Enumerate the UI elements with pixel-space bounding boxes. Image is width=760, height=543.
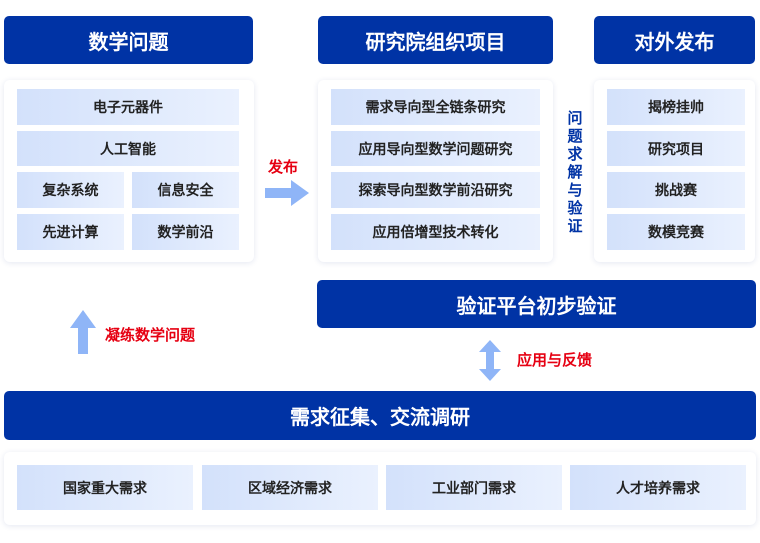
external-release-panel: 揭榜挂帅 研究项目 挑战赛 数模竞赛 — [594, 80, 755, 262]
project-item: 应用导向型数学问题研究 — [331, 131, 540, 166]
refine-label: 凝练数学问题 — [105, 327, 196, 344]
arrow-up-icon — [70, 310, 96, 354]
math-item: 先进计算 — [17, 214, 124, 250]
external-release-header: 对外发布 — [594, 16, 755, 64]
math-item: 电子元器件 — [17, 89, 239, 125]
publish-label: 发布 — [268, 159, 299, 176]
demand-item: 工业部门需求 — [386, 465, 562, 510]
release-item: 研究项目 — [607, 131, 745, 166]
math-item: 信息安全 — [132, 172, 239, 208]
institute-projects-header: 研究院组织项目 — [318, 16, 553, 64]
math-problems-header: 数学问题 — [4, 16, 253, 64]
project-item: 探索导向型数学前沿研究 — [331, 172, 540, 208]
platform-verify-bar: 验证平台初步验证 — [317, 280, 756, 328]
institute-projects-panel: 需求导向型全链条研究 应用导向型数学问题研究 探索导向型数学前沿研究 应用倍增型… — [318, 80, 553, 262]
math-item: 数学前沿 — [132, 214, 239, 250]
demand-item: 区域经济需求 — [202, 465, 378, 510]
demand-panel: 国家重大需求 区域经济需求 工业部门需求 人才培养需求 — [4, 452, 756, 525]
demand-item: 人才培养需求 — [570, 465, 746, 510]
double-arrow-icon — [479, 340, 501, 381]
math-problems-panel: 电子元器件 人工智能 复杂系统 信息安全 先进计算 数学前沿 — [4, 80, 254, 262]
demand-item: 国家重大需求 — [17, 465, 193, 510]
release-item: 数模竞赛 — [607, 214, 745, 250]
solve-verify-label: 问题求解与验证 — [567, 110, 583, 235]
release-item: 挑战赛 — [607, 172, 745, 208]
project-item: 应用倍增型技术转化 — [331, 214, 540, 250]
feedback-label: 应用与反馈 — [517, 352, 593, 369]
demand-collection-bar: 需求征集、交流调研 — [4, 391, 756, 440]
arrow-right-icon — [265, 180, 309, 206]
math-item: 人工智能 — [17, 131, 239, 166]
project-item: 需求导向型全链条研究 — [331, 89, 540, 125]
release-item: 揭榜挂帅 — [607, 89, 745, 125]
math-item: 复杂系统 — [17, 172, 124, 208]
